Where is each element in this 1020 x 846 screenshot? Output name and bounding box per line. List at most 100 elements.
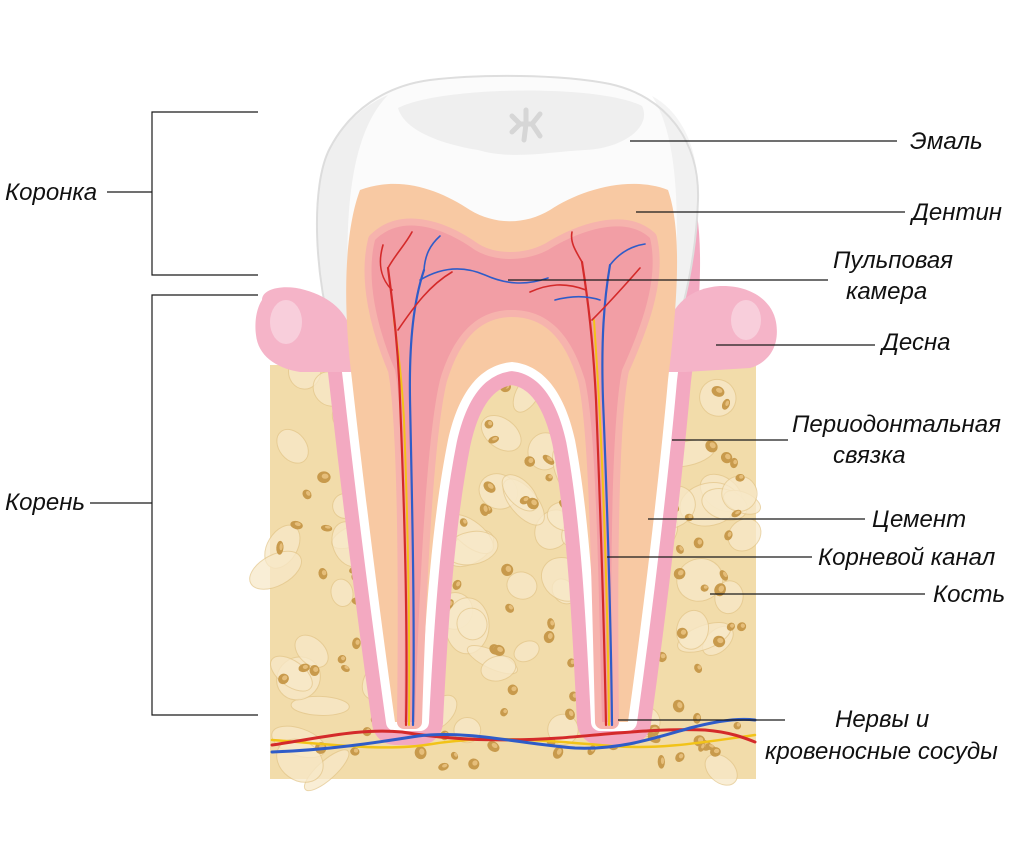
bone-pore-highlight bbox=[680, 629, 687, 635]
bone-pore-highlight bbox=[279, 543, 283, 551]
bone-pore-highlight bbox=[531, 499, 537, 506]
bone-pore-highlight bbox=[727, 531, 732, 537]
gum bbox=[255, 285, 777, 372]
root-canal-label: Корневой канал bbox=[818, 544, 996, 571]
bone-pore-highlight bbox=[717, 637, 724, 644]
bone-pore-highlight bbox=[321, 570, 327, 576]
gum-label: Десна bbox=[879, 329, 951, 356]
gum-right bbox=[662, 285, 777, 372]
bone-cell bbox=[294, 634, 329, 668]
bone-pore-highlight bbox=[488, 421, 493, 426]
bone-label: Кость bbox=[933, 581, 1005, 608]
bone-pore-highlight bbox=[733, 459, 738, 465]
bone-pore-highlight bbox=[568, 710, 574, 717]
nerve-left-canal bbox=[393, 319, 411, 726]
bone-pore-highlight bbox=[324, 525, 331, 529]
bone-pore-highlight bbox=[556, 748, 562, 755]
bone-pore-highlight bbox=[703, 585, 708, 589]
dentin-callout: Дентин bbox=[636, 199, 1002, 226]
pulp-chamber-callout: Пульповая камера bbox=[508, 247, 953, 305]
periodontal-ligament-callout: Периодонтальная связка bbox=[672, 411, 1001, 469]
vein-bottom bbox=[270, 717, 757, 754]
pulp-chamber-label-line1: Пульповая bbox=[833, 247, 953, 274]
bone-pore-highlight bbox=[353, 748, 359, 753]
bone-pore-highlight bbox=[696, 714, 701, 720]
artery-left-canal bbox=[386, 266, 408, 727]
bone-pore-highlight bbox=[677, 701, 683, 709]
bone-pore-highlight bbox=[546, 456, 553, 462]
bone-pore-highlight bbox=[463, 519, 467, 524]
gum-left-highlight bbox=[270, 300, 302, 344]
artery-bottom bbox=[270, 728, 757, 747]
vein-left-canal bbox=[408, 268, 426, 727]
gum-right-highlight bbox=[731, 300, 761, 340]
bone-pore-highlight bbox=[344, 665, 349, 670]
bone-pore-highlight bbox=[739, 474, 744, 479]
bone-pore-highlight bbox=[713, 748, 720, 754]
bone-pore-highlight bbox=[442, 763, 448, 768]
vein-right-branches bbox=[554, 243, 646, 301]
bone-pore-highlight bbox=[735, 510, 741, 515]
bone-pore-highlight bbox=[709, 744, 714, 748]
bone-pore-highlight bbox=[487, 483, 494, 489]
bone-pore-highlight bbox=[505, 565, 512, 572]
bone-pore-highlight bbox=[341, 656, 346, 661]
periodontal-ligament-label-line1: Периодонтальная bbox=[792, 411, 1001, 438]
bone-pore-highlight bbox=[660, 653, 666, 659]
bone-cell bbox=[506, 571, 538, 600]
artery-right-branches bbox=[529, 231, 641, 321]
bone-pore-highlight bbox=[453, 752, 458, 757]
bone-pore-highlight bbox=[306, 491, 311, 496]
bone-pore-highlight bbox=[419, 748, 425, 755]
gum-left bbox=[255, 287, 356, 372]
bone-pore-highlight bbox=[508, 605, 513, 610]
bone-pore-highlight bbox=[511, 686, 517, 692]
bone-pore-highlight bbox=[548, 474, 553, 479]
nerves-and-vessels-callout: Нервы и кровеносные сосуды bbox=[618, 706, 998, 765]
bone-cell bbox=[276, 428, 309, 464]
enamel-left-shading bbox=[316, 95, 388, 345]
root-bracket: Корень bbox=[5, 294, 258, 716]
nerves-and-vessels-label-line2: кровеносные сосуды bbox=[765, 738, 998, 765]
bone-pore-highlight bbox=[688, 514, 693, 519]
dentin-label: Дентин bbox=[909, 199, 1002, 226]
bone-pore-highlight bbox=[718, 585, 725, 592]
bone-pore-highlight bbox=[547, 633, 553, 639]
gum-callout: Десна bbox=[716, 329, 951, 356]
bone-pore-highlight bbox=[725, 400, 730, 406]
bone-cell bbox=[513, 640, 540, 663]
crown-label: Коронка bbox=[5, 179, 97, 206]
artery-right-canal bbox=[580, 260, 608, 727]
bone-pore-highlight bbox=[523, 497, 529, 502]
bone-pore-highlight bbox=[492, 436, 498, 441]
bone-cell bbox=[290, 695, 350, 716]
bone-pore-highlight bbox=[483, 505, 488, 512]
enamel-callout: Эмаль bbox=[630, 128, 983, 155]
bone-pore-highlight bbox=[709, 442, 716, 449]
bone-callout: Кость bbox=[710, 581, 1005, 608]
bone-cell bbox=[456, 607, 488, 641]
bone-pore-highlight bbox=[716, 387, 723, 393]
crown-bracket-line bbox=[151, 111, 258, 276]
vein-right-canal bbox=[601, 263, 614, 727]
crown-bracket: Коронка bbox=[5, 111, 258, 276]
bone-pore-highlight bbox=[677, 569, 684, 576]
nerves-and-vessels bbox=[270, 231, 757, 754]
bone-pore-highlight bbox=[697, 539, 702, 545]
nerves-and-vessels-label-line1: Нервы и bbox=[835, 706, 929, 733]
bone-cell bbox=[480, 655, 517, 682]
bone-pore-highlight bbox=[679, 546, 683, 551]
bone-cell bbox=[727, 518, 762, 552]
bone-pore-highlight bbox=[497, 646, 503, 652]
artery-left-branches bbox=[379, 231, 453, 331]
pulp-chamber bbox=[371, 225, 653, 722]
bone-pore-highlight bbox=[472, 760, 478, 766]
bone-pore-highlight bbox=[282, 675, 288, 681]
occlusal-fissure bbox=[509, 107, 543, 143]
bone-pore-highlight bbox=[456, 581, 461, 587]
bone-pore-highlight bbox=[321, 473, 329, 479]
bone-pore-highlight bbox=[503, 709, 508, 714]
bone-pore-highlight bbox=[570, 659, 575, 665]
pulp bbox=[364, 218, 660, 729]
bone-cell bbox=[249, 550, 302, 590]
